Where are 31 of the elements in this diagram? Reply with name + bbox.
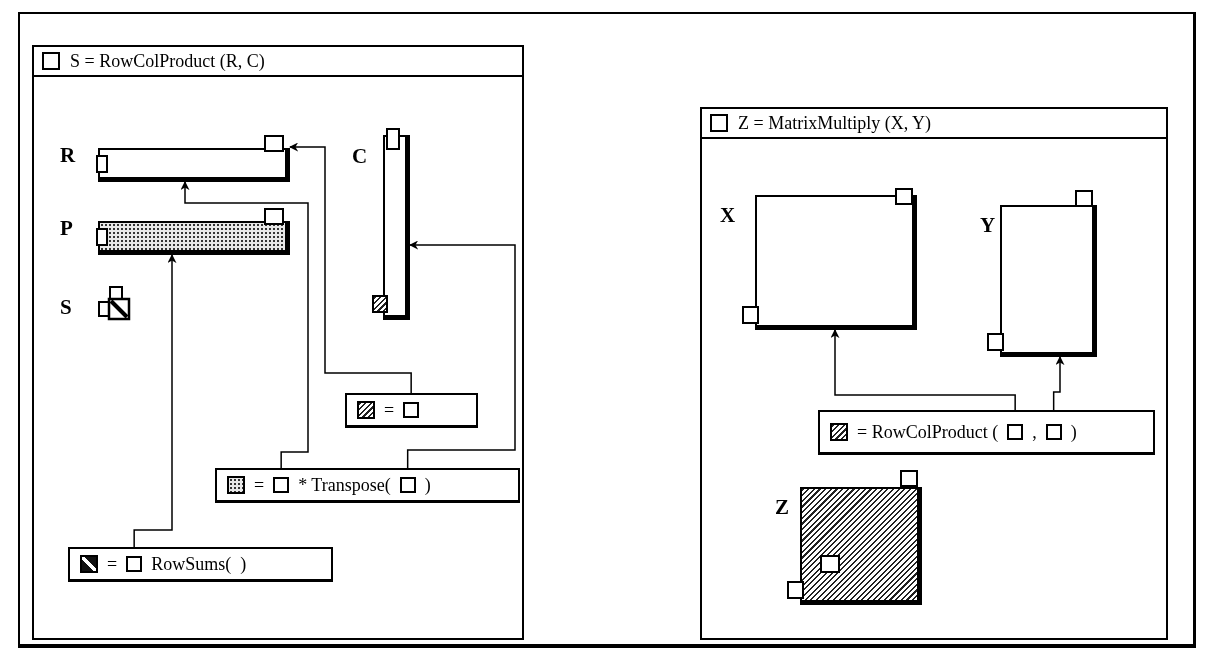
matrix-label: P [60,218,73,239]
window-panel [32,45,524,640]
formula-text: = [107,553,118,575]
formula-text: = RowColProduct ( [857,421,999,443]
matrix-label: C [352,146,368,167]
formula-text: * Transpose( [298,474,391,496]
matrix-label: Y [980,215,996,236]
connector-arrow [289,142,412,394]
formula-text: ) [424,474,431,496]
formula-box [345,393,478,428]
formula-text: = [254,474,265,496]
connector-arrow [1052,356,1065,411]
formula-text: ) [240,553,247,575]
window-title: Z = MatrixMultiply (X, Y) [738,112,931,134]
connector-arrow [830,329,1016,411]
window-title: S = RowColProduct (R, C) [70,50,265,72]
matrix-label: S [60,297,72,318]
formula-text: RowSums( [151,553,232,575]
formula-box [818,410,1155,455]
connector-arrow [133,254,177,548]
matrix-label: Z [775,497,789,518]
connector-arrow [406,240,516,469]
formula-text: = [384,399,395,421]
matrix-label: X [720,205,736,226]
formula-box [68,547,333,582]
formula-text: , [1032,421,1037,443]
connector-arrow [180,181,309,469]
window-panel [700,107,1168,640]
matrix-label: R [60,145,76,166]
formula-text: ) [1070,421,1077,443]
formula-box [215,468,520,503]
